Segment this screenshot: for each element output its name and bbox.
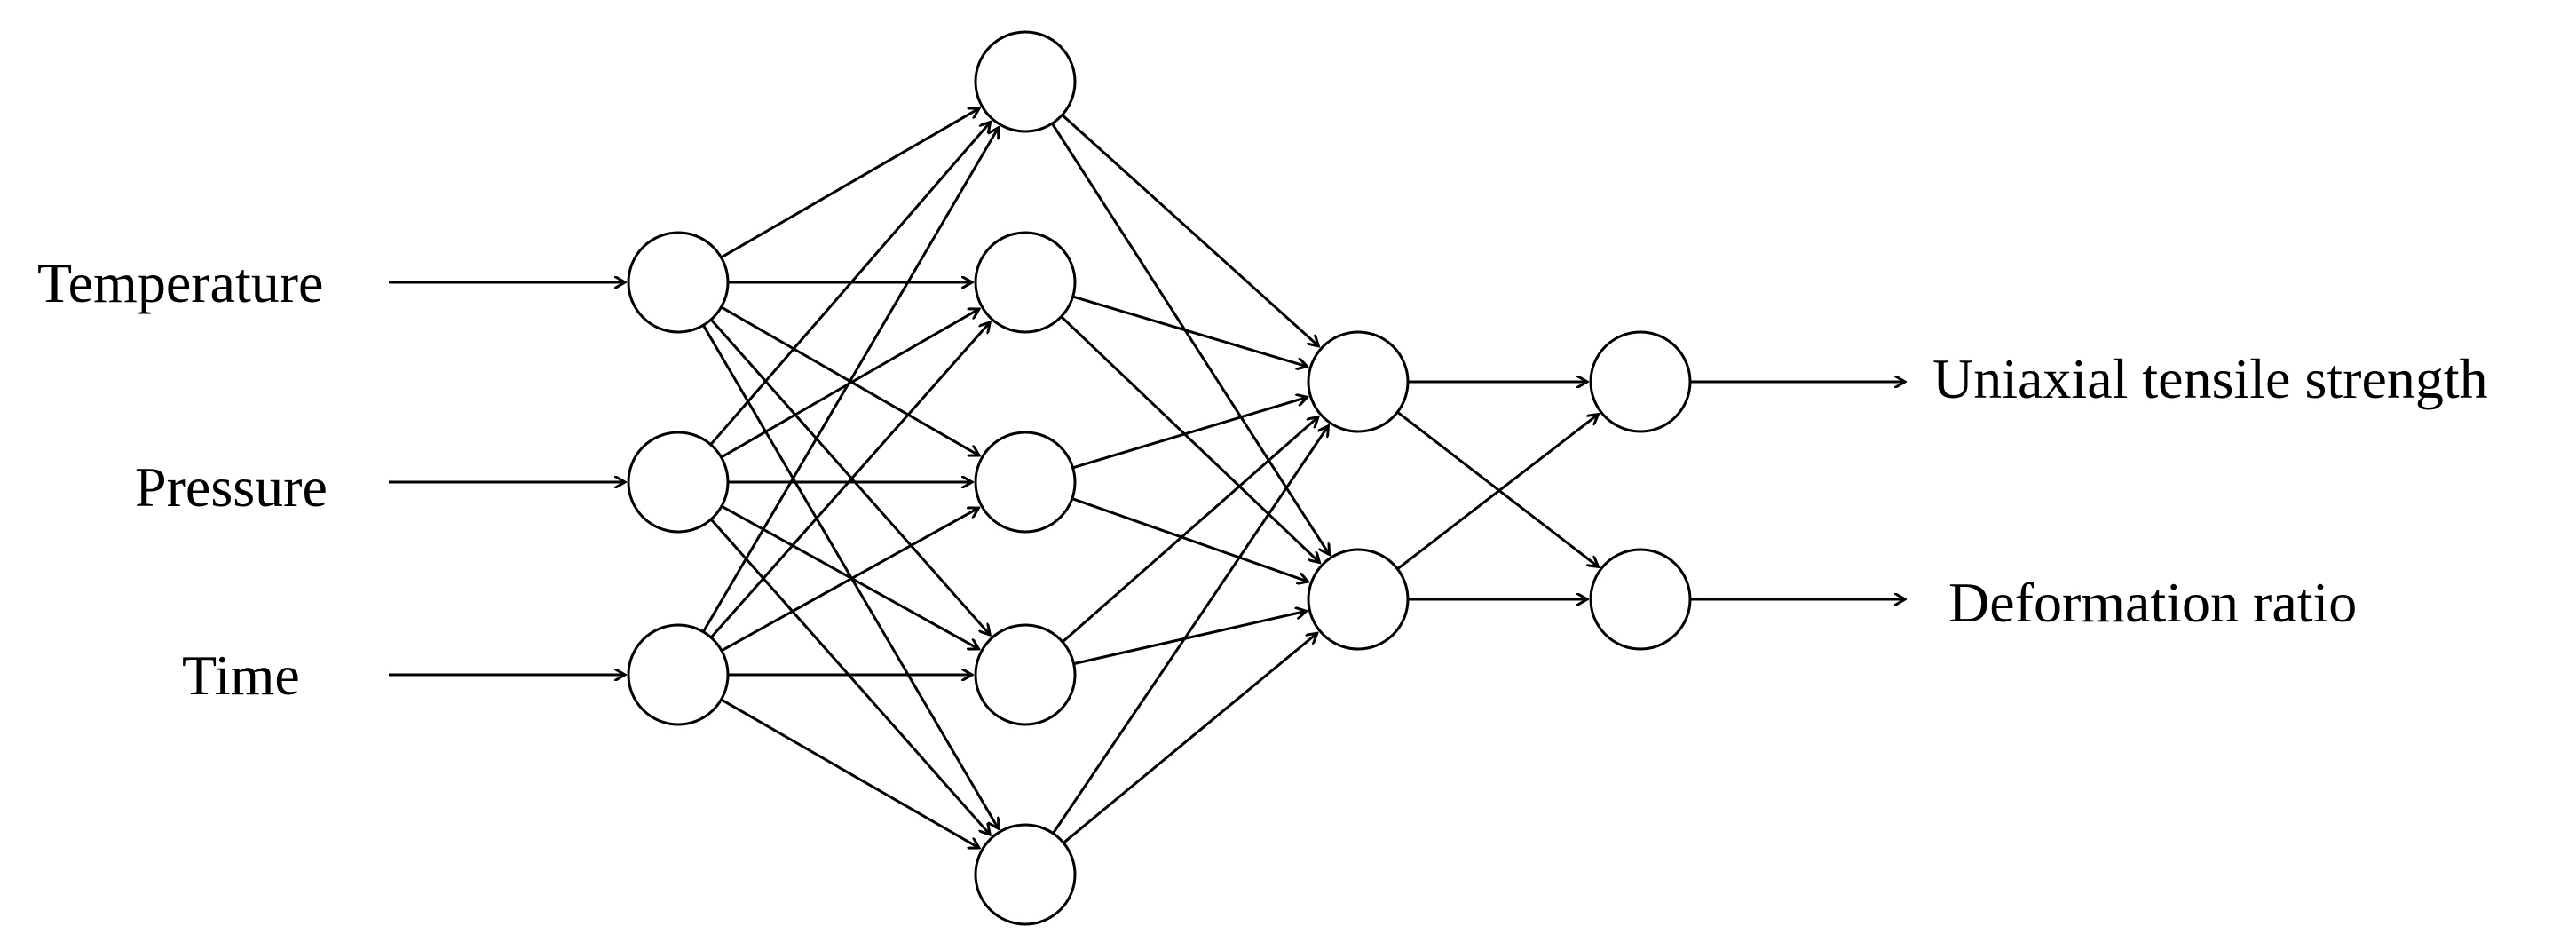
edge-hidden1-1-to-hidden2-1: [1061, 114, 1319, 345]
output-label-uniaxial-tensile-strength: Uniaxial tensile strength: [1932, 347, 2488, 410]
hidden1-neuron-3: [974, 431, 1077, 534]
edge-hidden1-2-to-hidden2-1: [1072, 295, 1308, 367]
edge-input-3-to-hidden1-3: [721, 508, 979, 653]
labels: Temperature Pressure Time Uniaxial tensi…: [37, 251, 2488, 707]
hidden1-neuron-5: [974, 823, 1077, 926]
hidden1-neuron-1: [974, 30, 1077, 133]
output-label-deformation-ratio: Deformation ratio: [1948, 571, 2357, 634]
input-label-time: Time: [182, 644, 300, 707]
input-neuron-2: [627, 431, 730, 534]
edge-hidden2-2-to-output-1: [1396, 415, 1598, 571]
hidden2-neuron-1: [1307, 330, 1410, 433]
edge-hidden2-1-to-output-2: [1396, 410, 1598, 566]
edge-hidden1-5-to-hidden2-2: [1063, 633, 1317, 844]
hidden1-neuron-2: [974, 231, 1077, 334]
edge-hidden1-2-to-hidden2-2: [1060, 315, 1320, 563]
edge-hidden1-4-to-hidden2-2: [1073, 611, 1307, 666]
input-neuron-3: [627, 623, 730, 726]
edge-hidden1-3-to-hidden2-2: [1071, 497, 1308, 582]
edge-input-3-to-hidden1-2: [709, 322, 990, 639]
connections: [389, 108, 1905, 848]
neurons: [627, 30, 1692, 926]
edge-input-3-to-hidden1-1: [701, 128, 998, 633]
edge-hidden1-1-to-hidden2-2: [1051, 123, 1329, 554]
edge-hidden1-4-to-hidden2-1: [1062, 417, 1318, 644]
edge-hidden1-5-to-hidden2-1: [1052, 426, 1328, 835]
input-label-temperature: Temperature: [37, 251, 323, 314]
output-neuron-1: [1589, 330, 1692, 433]
edge-input-2-to-hidden1-1: [709, 122, 991, 446]
edge-input-2-to-hidden1-5: [709, 518, 990, 835]
hidden1-neuron-4: [974, 623, 1077, 726]
edge-input-3-to-hidden1-5: [720, 698, 979, 848]
edge-input-2-to-hidden1-4: [721, 504, 979, 649]
input-label-pressure: Pressure: [135, 455, 328, 519]
edge-hidden1-3-to-hidden2-1: [1072, 397, 1308, 470]
edge-input-1-to-hidden1-4: [709, 318, 990, 635]
edge-input-1-to-hidden1-1: [720, 108, 979, 259]
input-neuron-1: [627, 231, 730, 334]
output-neuron-2: [1589, 548, 1692, 651]
hidden2-neuron-2: [1307, 548, 1410, 651]
